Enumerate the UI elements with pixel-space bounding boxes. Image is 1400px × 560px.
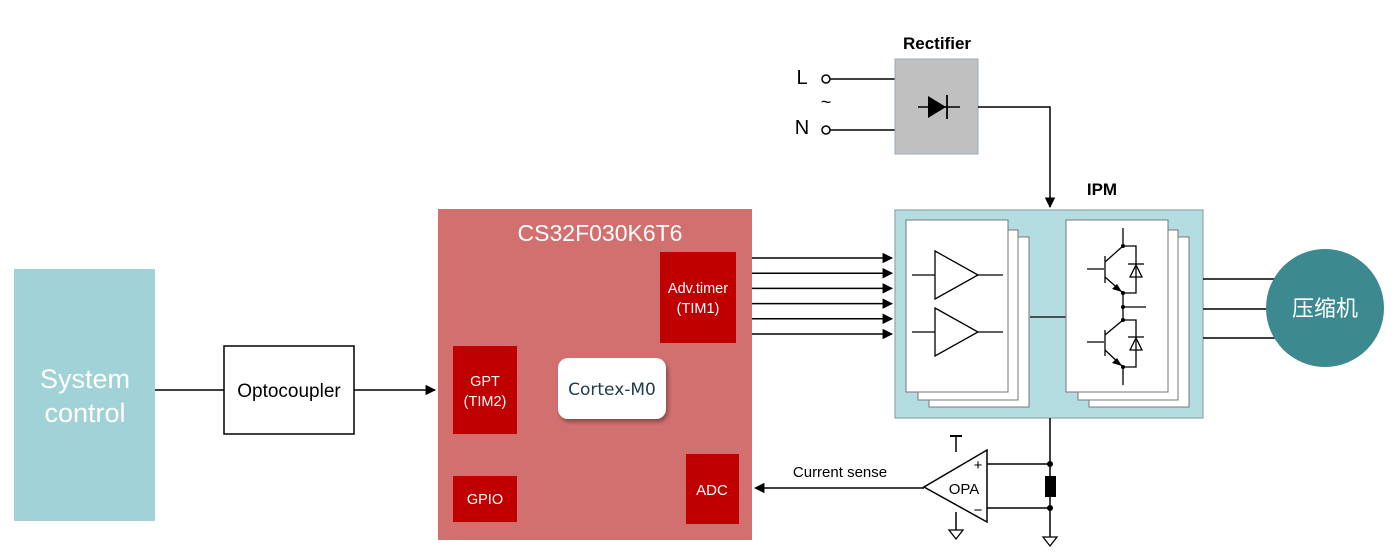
rectifier-block bbox=[894, 58, 979, 155]
ac-input-n-label: N bbox=[795, 117, 809, 139]
adv-timer-label-line2: (TIM1) bbox=[677, 301, 720, 317]
ipm-block bbox=[894, 209, 1204, 419]
optocoupler-block: Optocoupler bbox=[223, 345, 355, 435]
gpio-block: GPIO bbox=[453, 476, 517, 522]
ac-input-l-label: L bbox=[796, 67, 807, 89]
opa-plus: + bbox=[974, 457, 983, 474]
diode-icon bbox=[918, 95, 960, 119]
gpio-label: GPIO bbox=[467, 492, 503, 508]
shunt-resistor-icon bbox=[1045, 476, 1056, 497]
gate-driver-icon bbox=[912, 249, 1003, 358]
mcu-block: CS32F030K6T6 Adv.timer (TIM1) GPT (TIM2)… bbox=[438, 209, 752, 540]
opa-label: OPA bbox=[949, 481, 980, 498]
compressor-motor: 压缩机 bbox=[1266, 249, 1384, 367]
core-block bbox=[558, 358, 666, 419]
ground-icon bbox=[1041, 536, 1059, 548]
gate-driver-stack bbox=[905, 219, 1030, 408]
gpt-block: GPT (TIM2) bbox=[453, 346, 517, 434]
igbt-half-bridge-icon bbox=[1087, 228, 1146, 385]
ac-symbol: ~ bbox=[821, 92, 832, 112]
opa-minus: − bbox=[974, 502, 983, 519]
system-control-block: System control bbox=[14, 269, 155, 521]
opa-block: OPA + − bbox=[922, 435, 988, 541]
ipm-title: IPM bbox=[1087, 180, 1117, 199]
core-label: Cortex-M0 bbox=[568, 380, 656, 400]
motor-label: 压缩机 bbox=[1292, 297, 1358, 322]
igbt-stack bbox=[1065, 219, 1190, 408]
arrow-rectifier-to-ipm bbox=[978, 106, 1056, 209]
mcu-name: CS32F030K6T6 bbox=[518, 220, 683, 246]
rectifier-title: Rectifier bbox=[903, 34, 971, 53]
pwm-signal-lines bbox=[752, 252, 894, 340]
gpt-label-line1: GPT bbox=[470, 374, 500, 390]
adv-timer-label-line1: Adv.timer bbox=[668, 281, 728, 297]
adc-label: ADC bbox=[696, 482, 728, 499]
opa-ground-icon bbox=[947, 529, 965, 541]
current-sense-label: Current sense bbox=[793, 464, 887, 481]
system-control-label-line1: System bbox=[40, 364, 130, 394]
optocoupler-label: Optocoupler bbox=[237, 381, 341, 402]
terminal-l bbox=[821, 74, 831, 84]
motor-phase-lines bbox=[1203, 278, 1275, 339]
adv-timer-block: Adv.timer (TIM1) bbox=[660, 252, 736, 343]
opa-triangle-icon bbox=[922, 448, 988, 524]
gpt-label-line2: (TIM2) bbox=[464, 394, 507, 410]
system-control-label-line2: control bbox=[44, 398, 125, 428]
terminal-n bbox=[821, 125, 831, 135]
adc-block: ADC bbox=[686, 454, 739, 524]
igbt-emitter-arrows bbox=[1112, 244, 1125, 369]
